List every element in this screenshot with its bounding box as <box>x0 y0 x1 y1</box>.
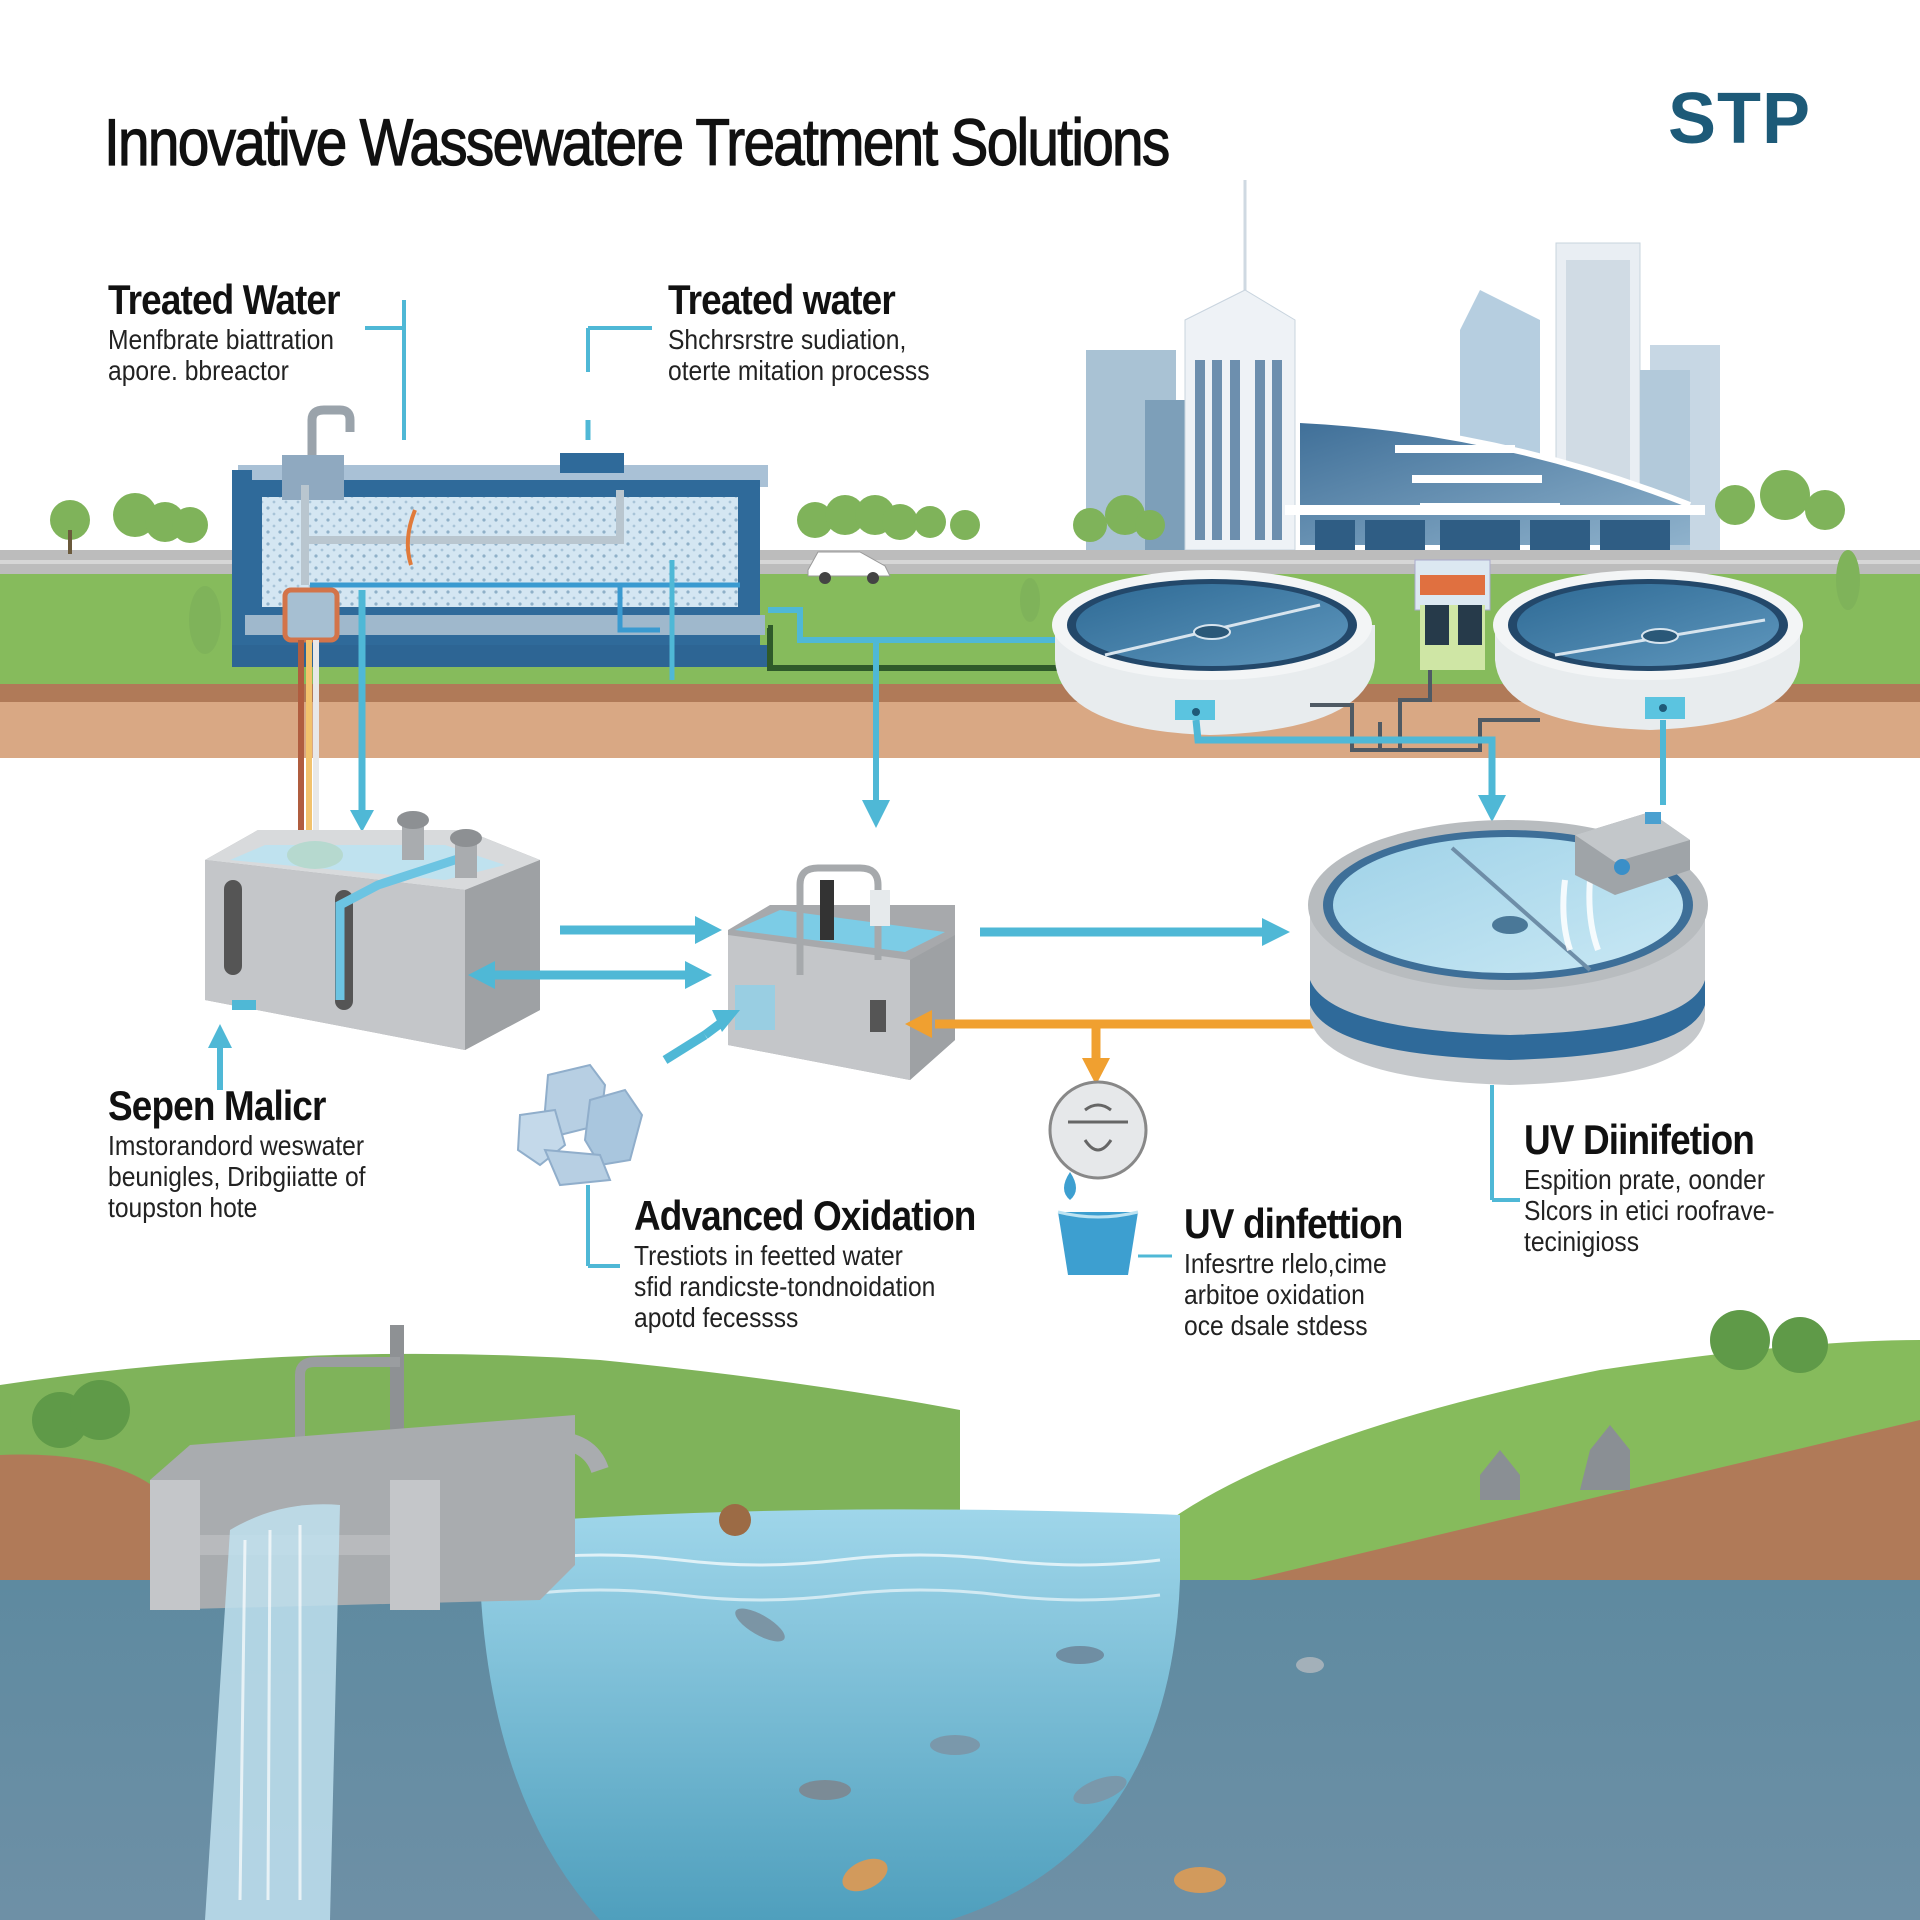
outfall-structure <box>150 1325 609 1920</box>
page-title: Innovative Wassewatere Treatment Solutio… <box>103 104 1170 179</box>
uv-lamp-unit <box>1575 812 1690 895</box>
label-advanced-oxidation: Advanced Oxidation Trestiots in feetted … <box>634 1192 1022 1333</box>
label-description: Espition prate, oonder Slcors in etici r… <box>1524 1164 1775 1257</box>
tree-icon <box>50 470 1860 654</box>
label-description: Shchrsrstre sudiation, oterte mitation p… <box>668 324 930 386</box>
label-description: Trestiots in feetted water sfid randicst… <box>634 1240 936 1333</box>
label-heading: UV dinfettion <box>1184 1200 1403 1247</box>
tree-icon <box>32 1310 1828 1448</box>
label-description: Imstorandord weswater beunigles, Dribgii… <box>108 1130 366 1223</box>
label-treated-water-2: Treated water Shchrsrstre sudiation, ote… <box>668 276 965 386</box>
flow-arrows <box>468 916 1290 1064</box>
oxidation-reactor <box>728 864 955 1080</box>
label-description: Menfbrate biattration apore. bbreactor <box>108 324 334 386</box>
brand-logo: STP <box>1668 79 1812 159</box>
label-heading: Treated Water <box>108 276 340 323</box>
clarifier-tank-2 <box>1493 570 1803 730</box>
oxidation-arrows <box>905 1010 1352 1085</box>
crystal-icon <box>516 1063 644 1187</box>
clarifier-tank-1 <box>1052 570 1375 735</box>
label-uv-dinfettion: UV dinfettion Infesrtre rlelo,cime arbit… <box>1184 1200 1432 1341</box>
fish-icon <box>735 1608 1324 1893</box>
car-icon <box>807 551 891 584</box>
label-sepen-malicr: Sepen Malicr Imstorandord weswater beuni… <box>108 1082 401 1223</box>
uv-disinfection-tank <box>1308 820 1708 1085</box>
pump-station <box>1414 559 1491 670</box>
label-heading: Advanced Oxidation <box>634 1192 976 1239</box>
label-uv-dinifetion: UV Diinifetion Espition prate, oonder Sl… <box>1524 1116 1809 1257</box>
rock-icon <box>1480 1425 1630 1500</box>
label-heading: Treated water <box>668 276 896 323</box>
label-heading: UV Diinifetion <box>1524 1116 1755 1163</box>
membrane-bioreactor-plant <box>232 405 772 667</box>
label-heading: Sepen Malicr <box>108 1082 326 1129</box>
label-treated-water-1: Treated Water Menfbrate biattration apor… <box>108 276 371 386</box>
uv-disinfection-icon <box>1048 1080 1148 1275</box>
city-skyline <box>1086 180 1720 551</box>
primary-treatment-tank <box>205 811 540 1050</box>
label-description: Infesrtre rlelo,cime arbitoe oxidation o… <box>1184 1248 1387 1341</box>
